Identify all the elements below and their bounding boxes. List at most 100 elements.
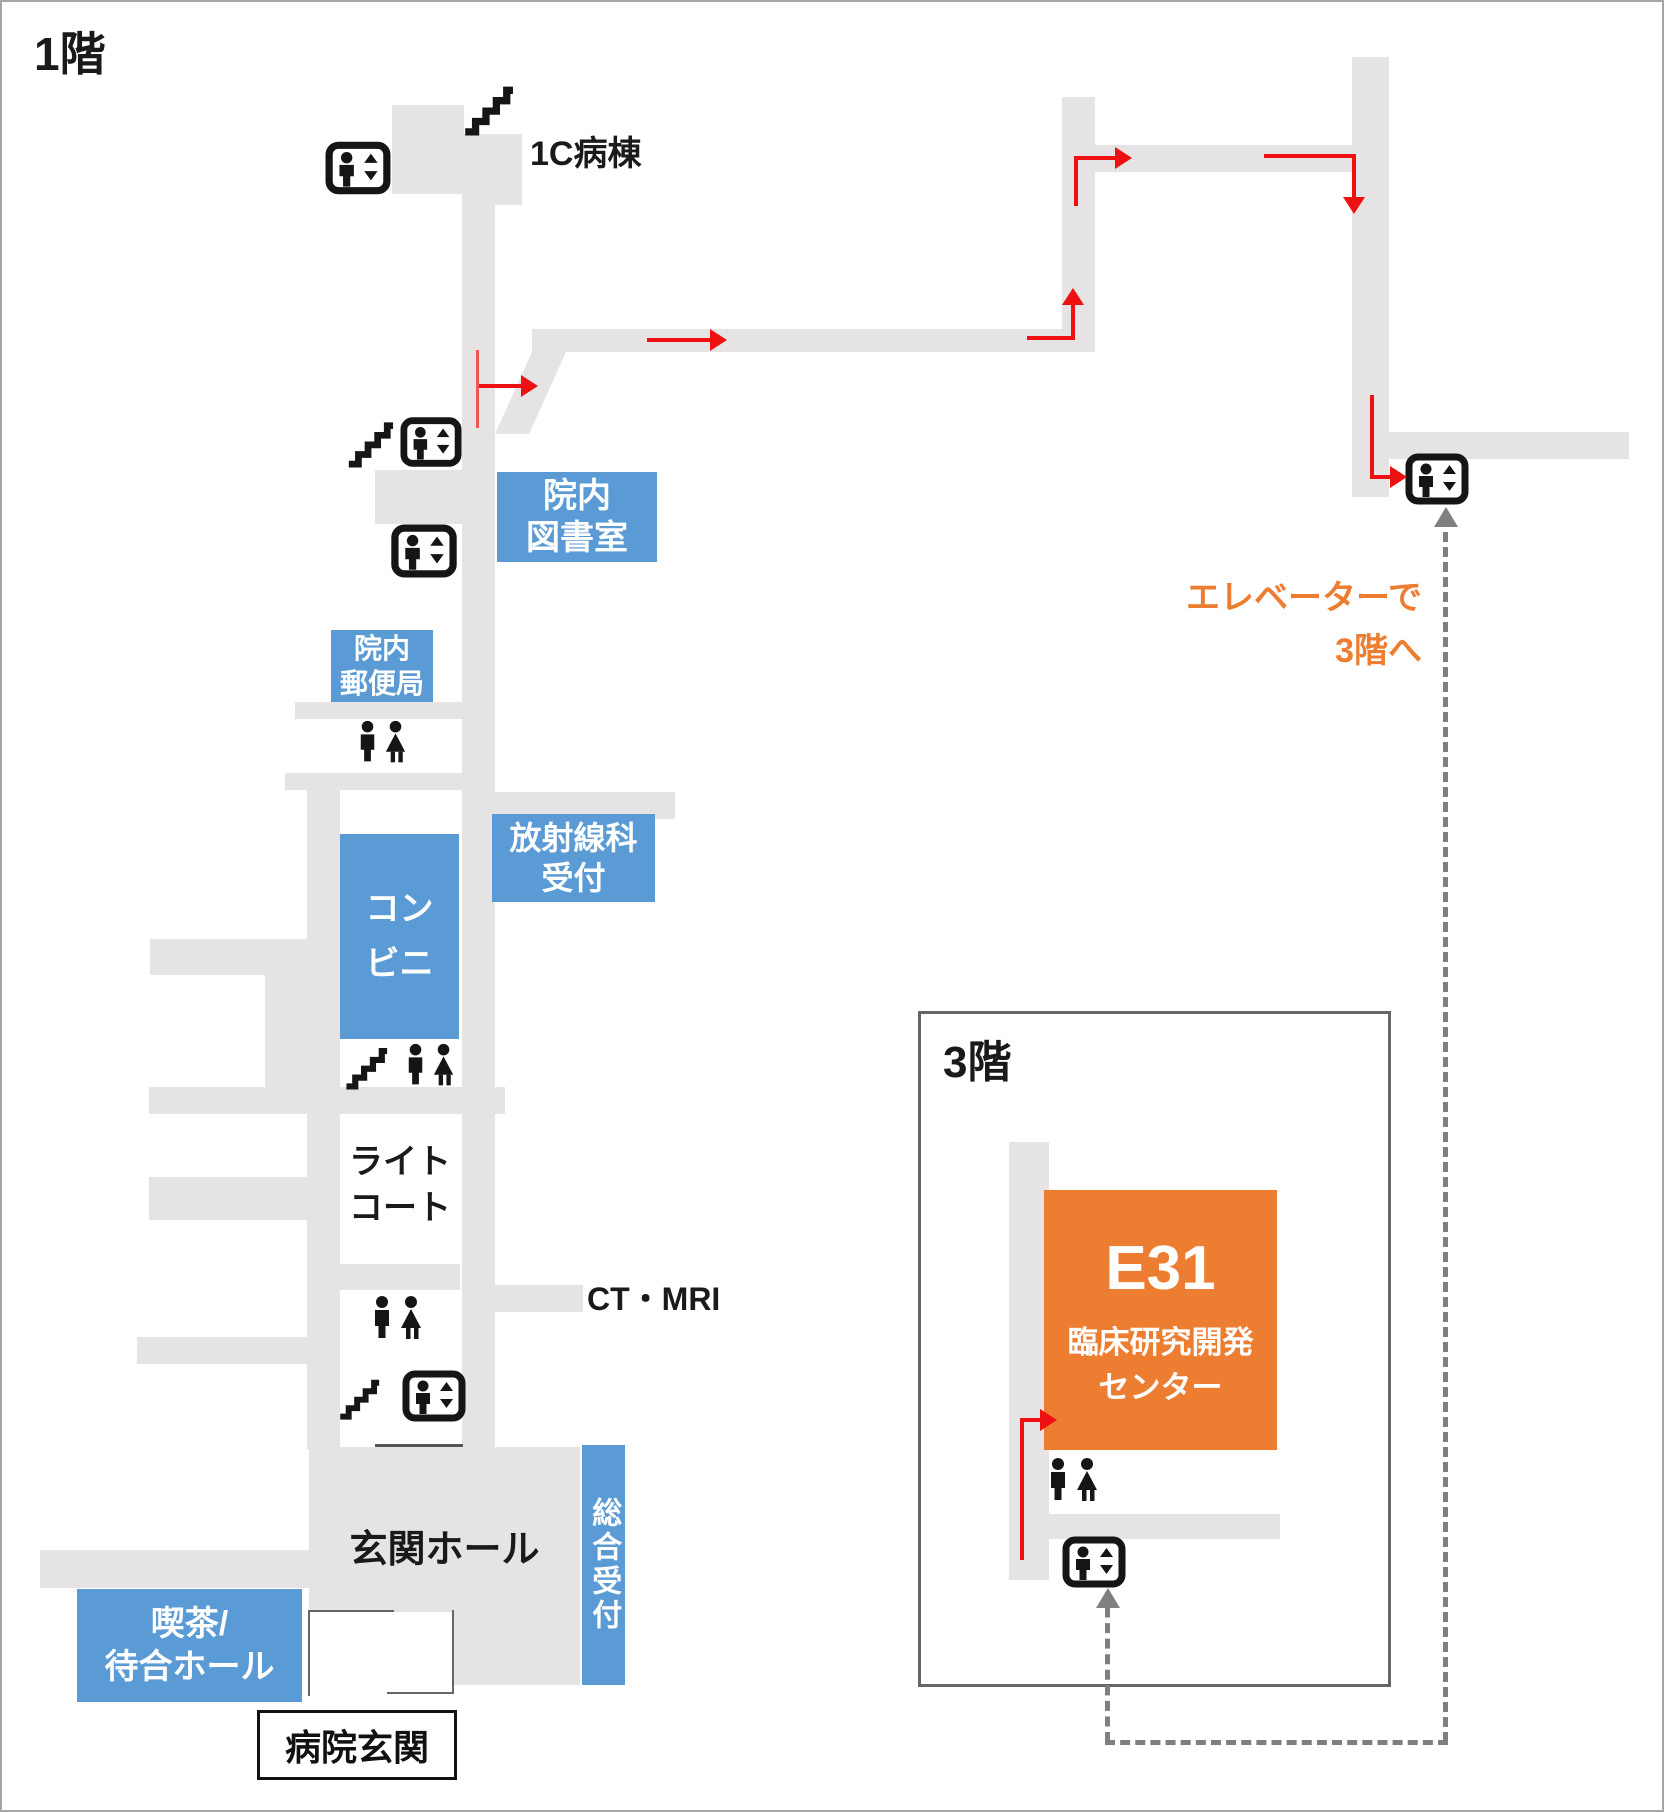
corridor-stub-elevator xyxy=(375,470,464,524)
route-arrow-right-icon xyxy=(1390,466,1407,488)
vestibule-line-bottom xyxy=(387,1692,454,1694)
label-ct-mri: CT・MRI xyxy=(587,1281,721,1317)
corridor-top-horizontal xyxy=(1095,145,1352,172)
room-post-office: 院内 郵便局 xyxy=(331,630,433,702)
route-arrow-line xyxy=(1264,154,1356,158)
stairs-icon xyxy=(343,418,395,468)
corridor-long-horizontal xyxy=(532,329,1095,352)
route-arrow-down-icon xyxy=(1343,197,1365,214)
route-arrow-line xyxy=(1020,1418,1024,1560)
corridor-stub-west-1 xyxy=(150,939,309,975)
stairs-icon xyxy=(336,1374,380,1422)
route-arrow-line xyxy=(1370,395,1374,479)
label-entrance-hall: 玄関ホール xyxy=(349,1529,540,1571)
route-arrow-right-icon xyxy=(1040,1409,1057,1431)
label-light-court-line2: コート xyxy=(349,1188,451,1227)
room-cafe-line2: 待合ホール xyxy=(104,1647,275,1686)
room-cafe-waiting-hall: 喫茶/ 待合ホール xyxy=(77,1589,302,1702)
stairs-icon xyxy=(342,1044,388,1090)
route-arrow-right-icon xyxy=(521,375,538,397)
room-post-office-line2: 郵便局 xyxy=(339,668,424,699)
room-convenience-line2: ビニ xyxy=(365,944,434,983)
elevator-icon xyxy=(325,140,391,196)
room-convenience-line1: コン xyxy=(365,890,434,929)
corridor-band-lightcourt-bottom xyxy=(340,1264,460,1290)
corridor-stub-west-2 xyxy=(149,1177,307,1220)
elevator-path-horizontal xyxy=(1105,1740,1448,1745)
elevator-icon xyxy=(1405,453,1469,505)
stairs-icon xyxy=(460,82,514,136)
route-arrow-right-icon xyxy=(1115,147,1132,169)
route-arrow-line xyxy=(1352,154,1356,198)
route-note-line2: 3階へ xyxy=(1335,631,1422,670)
corridor-top-block xyxy=(392,105,464,194)
corridor-left-strip xyxy=(307,790,340,1449)
elevator-icon xyxy=(1061,1536,1127,1588)
corridor-left-wide-segment xyxy=(265,975,340,1089)
toilet-icon xyxy=(402,1040,458,1094)
vestibule-line-top xyxy=(308,1610,394,1612)
corridor-band-toilet xyxy=(285,773,462,790)
corridor-band-post-office xyxy=(295,702,462,719)
room-general-reception: 総合受付 xyxy=(582,1445,625,1685)
route-arrow-line xyxy=(647,338,711,342)
room-radiology-line2: 受付 xyxy=(541,860,606,896)
corridor-vertical-a xyxy=(1062,97,1095,347)
elevator-icon xyxy=(388,524,460,578)
elevator-icon xyxy=(400,416,462,468)
room-e31-name-line2: センター xyxy=(1098,1369,1223,1405)
corridor-band-cross xyxy=(149,1087,505,1114)
hall-divider-line xyxy=(375,1444,463,1447)
toilet-icon xyxy=(1044,1452,1102,1512)
floor3-title: 3階 xyxy=(943,1038,1012,1087)
route-arrow-line xyxy=(1071,305,1075,340)
room-library: 院内 図書室 xyxy=(497,472,657,562)
route-arrow-line xyxy=(479,384,523,388)
corridor-main-vertical xyxy=(462,134,495,1449)
label-ward-1c: 1C病棟 xyxy=(530,135,642,173)
hospital-entrance-box: 病院玄関 xyxy=(257,1710,457,1780)
label-light-court: ライト コート xyxy=(340,1140,460,1232)
floor3-corridor-strip xyxy=(1009,1142,1049,1580)
room-cafe-line1: 喫茶/ xyxy=(150,1605,229,1643)
room-convenience-store: コン ビニ xyxy=(340,834,459,1039)
elevator-path-vertical-3f xyxy=(1105,1592,1110,1742)
room-general-reception-label: 総合受付 xyxy=(587,1497,621,1633)
toilet-icon xyxy=(354,716,410,772)
elevator-path-arrow-up-icon xyxy=(1434,507,1458,527)
route-arrow-line xyxy=(1027,336,1075,340)
room-e31-name-line1: 臨床研究開発 xyxy=(1067,1324,1254,1360)
route-note-line1: エレベーターで xyxy=(1186,579,1422,617)
route-note-elevator: エレベーターで 3階へ xyxy=(1082,572,1422,677)
room-library-line1: 院内 xyxy=(543,476,611,515)
floor3-corridor-stub xyxy=(1044,1514,1280,1539)
elevator-path-vertical xyxy=(1443,532,1448,1742)
room-e31-code: E31 xyxy=(1105,1234,1216,1304)
elevator-path-arrow-up-icon xyxy=(1096,1588,1120,1608)
elevator-icon xyxy=(402,1370,466,1422)
vestibule-line-left xyxy=(308,1610,310,1696)
route-arrow-right-icon xyxy=(710,329,727,351)
route-arrow-line xyxy=(1074,156,1078,206)
route-branch-line xyxy=(476,350,479,428)
route-arrow-line xyxy=(1370,475,1392,479)
vestibule-line-right xyxy=(452,1610,454,1692)
entrance-vestibule xyxy=(310,1612,452,1694)
light-court-area xyxy=(340,1114,460,1264)
route-arrow-up-icon xyxy=(1062,288,1084,305)
room-post-office-line1: 院内 xyxy=(353,633,410,664)
toilet-icon xyxy=(368,1292,426,1348)
room-library-line2: 図書室 xyxy=(526,519,628,557)
floor1-title: 1階 xyxy=(34,28,106,80)
corridor-band-cafe xyxy=(40,1550,309,1588)
label-light-court-line1: ライト xyxy=(349,1143,451,1181)
corridor-stub-ct-mri xyxy=(495,1285,583,1312)
hospital-entrance-label: 病院玄関 xyxy=(284,1727,429,1768)
room-e31-clinical-research-center: E31 臨床研究開発 センター xyxy=(1044,1190,1277,1450)
corridor-stub-west-3 xyxy=(137,1337,309,1364)
route-arrow-line xyxy=(1020,1418,1042,1422)
room-radiology-reception: 放射線科 受付 xyxy=(492,814,655,902)
route-arrow-line xyxy=(1074,156,1116,160)
